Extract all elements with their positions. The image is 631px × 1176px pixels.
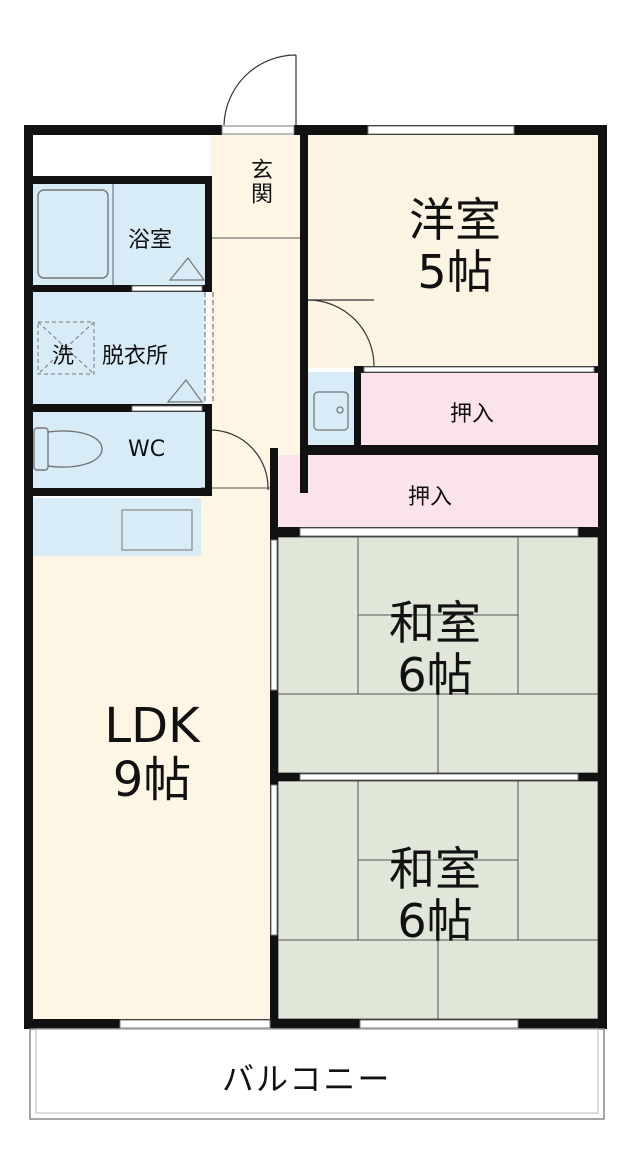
bath-label: 浴室 [128, 228, 173, 253]
dressing-door-mark [166, 379, 204, 403]
closet-upper-floor [358, 372, 598, 446]
bathtub [37, 189, 109, 279]
wc-label: WC [128, 437, 166, 462]
closet-upper-label: 押入 [450, 402, 495, 427]
bath-door-mark [168, 257, 206, 281]
washitsu-upper-tatami [277, 536, 599, 774]
ldk-name: LDK [104, 698, 200, 754]
ldk-label: LDK 9帖 [62, 698, 242, 808]
western-room-size: 5帖 [417, 244, 493, 299]
washbasin-floor [308, 372, 354, 446]
western-room-name: 洋室 [409, 193, 501, 247]
washitsu-lower-size: 6帖 [397, 893, 473, 948]
washitsu-lower-label: 和室 6帖 [350, 842, 520, 948]
ldk-strip [201, 490, 271, 556]
washbasin [313, 391, 349, 431]
ldk-floor [32, 556, 272, 1022]
ldk-size: 9帖 [112, 751, 192, 808]
openings [119, 125, 595, 1029]
balcony-area [29, 1028, 605, 1120]
western-room-label: 洋室 5帖 [370, 193, 540, 299]
washitsu-upper-size: 6帖 [397, 647, 473, 702]
bath-floor [32, 184, 205, 285]
dressing-label: 脱衣所 [102, 344, 169, 369]
washitsu-upper-name: 和室 [389, 596, 481, 650]
washitsu-lower-tatami [277, 780, 599, 1020]
entrance-label: 玄関 [247, 158, 272, 206]
toilet [33, 427, 103, 471]
western-room-floor [308, 135, 598, 368]
washitsu-lower-name: 和室 [389, 842, 481, 896]
closet-lower-floor [276, 455, 598, 527]
closet-lower-label: 押入 [408, 485, 453, 510]
kitchen-counter [33, 498, 201, 556]
dressing-floor [32, 292, 205, 404]
washitsu-upper-label: 和室 6帖 [350, 596, 520, 702]
wc-floor [32, 412, 205, 488]
washer-label: 洗 [52, 344, 75, 369]
balcony-label: バルコニー [222, 1060, 392, 1098]
sink-basin [121, 509, 193, 551]
washing-machine-space [37, 321, 95, 375]
